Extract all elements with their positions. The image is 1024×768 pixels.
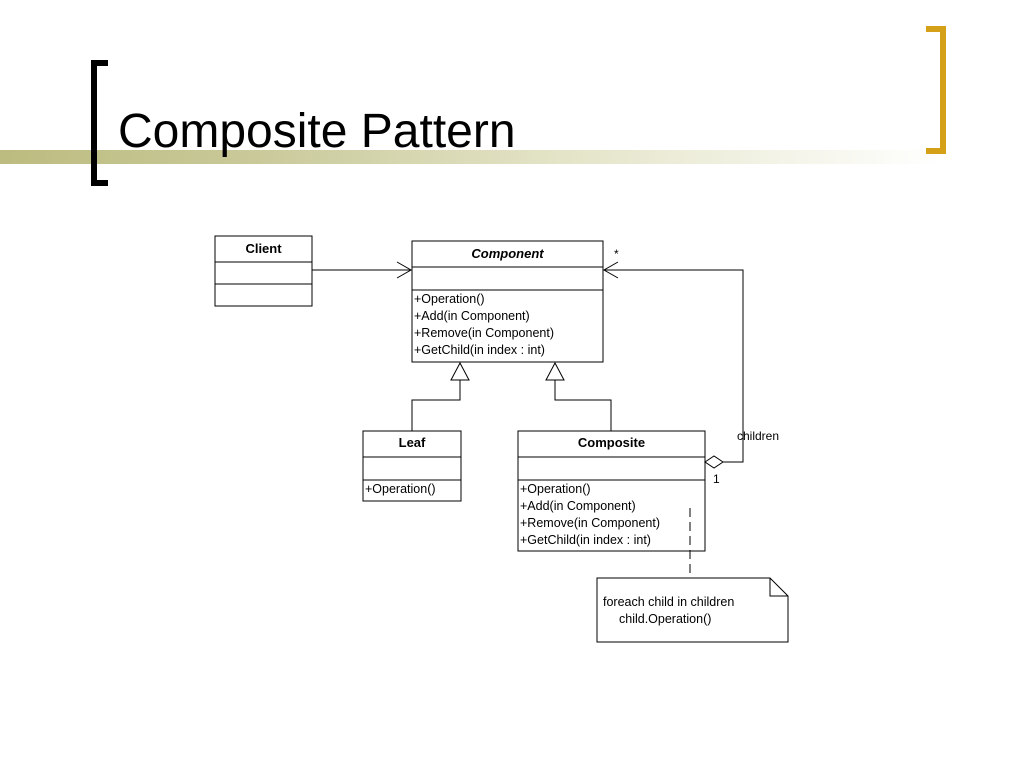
note-line: child.Operation() (619, 612, 711, 626)
leaf-operation: +Operation() (365, 482, 436, 496)
client-class: Client (214, 235, 313, 307)
component-operation: +GetChild(in index : int) (414, 343, 545, 357)
composite-operation: +Operation() (520, 482, 591, 496)
component-operation: +Remove(in Component) (414, 326, 554, 340)
component-operation: +Add(in Component) (414, 309, 530, 323)
composite-generalization (545, 361, 612, 431)
note-folded-corner (769, 578, 788, 597)
leaf-class-box (362, 430, 462, 502)
generalization-line (411, 380, 461, 431)
right-bracket-decoration (926, 26, 946, 154)
children-role-label: children (737, 429, 779, 443)
client-component-association (312, 261, 413, 279)
left-bracket-decoration (91, 60, 108, 186)
slide-title: Composite Pattern (118, 105, 516, 158)
client-class-box (214, 235, 313, 307)
multiplicity-many-label: * (614, 247, 619, 261)
hollow-triangle-arrowhead (450, 361, 470, 381)
composite-class-name: Composite (578, 435, 645, 450)
component-class: Component +Operation() +Add(in Component… (411, 240, 604, 363)
open-arrowhead (396, 261, 413, 279)
leaf-class-name: Leaf (399, 435, 426, 450)
leaf-class: Leaf +Operation() (362, 430, 462, 502)
composite-class-box (517, 430, 706, 552)
implementation-note: foreach child in children child.Operatio… (596, 577, 789, 643)
children-aggregation: children * 1 (602, 247, 779, 486)
note-shape (596, 577, 789, 643)
multiplicity-one-label: 1 (713, 472, 720, 486)
open-arrowhead (602, 261, 619, 279)
aggregation-diamond (704, 455, 724, 469)
generalization-line (554, 380, 612, 431)
component-operation: +Operation() (414, 292, 485, 306)
composite-operation: +Add(in Component) (520, 499, 636, 513)
note-line: foreach child in children (603, 595, 734, 609)
composite-operation: +Remove(in Component) (520, 516, 660, 530)
component-class-box (411, 240, 604, 363)
hollow-triangle-arrowhead (545, 361, 565, 381)
aggregation-line (604, 269, 744, 463)
composite-class: Composite +Operation() +Add(in Component… (517, 430, 706, 552)
leaf-generalization (411, 361, 470, 431)
component-class-name: Component (471, 246, 544, 261)
client-class-name: Client (245, 241, 282, 256)
composite-operation: +GetChild(in index : int) (520, 533, 651, 547)
title-underline-band (0, 150, 1024, 164)
